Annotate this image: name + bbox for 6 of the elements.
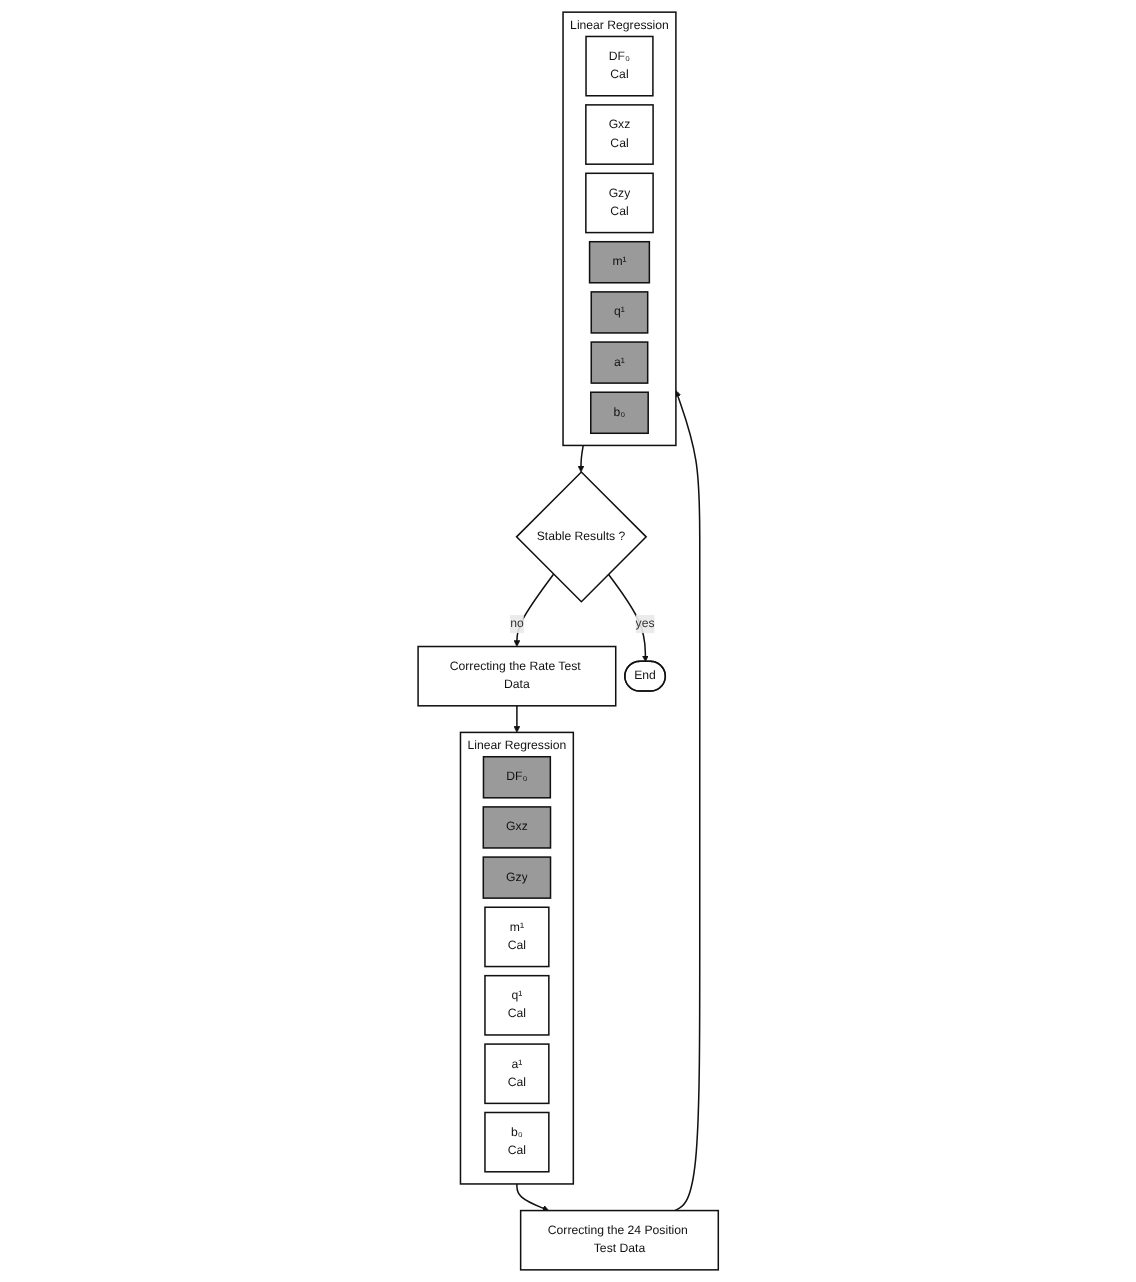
arrow bbox=[513, 573, 555, 647]
arrow bbox=[673, 390, 701, 1212]
arrow bbox=[607, 573, 649, 662]
arrow bbox=[577, 444, 585, 473]
arrow bbox=[515, 1183, 549, 1212]
arrow bbox=[513, 705, 521, 733]
